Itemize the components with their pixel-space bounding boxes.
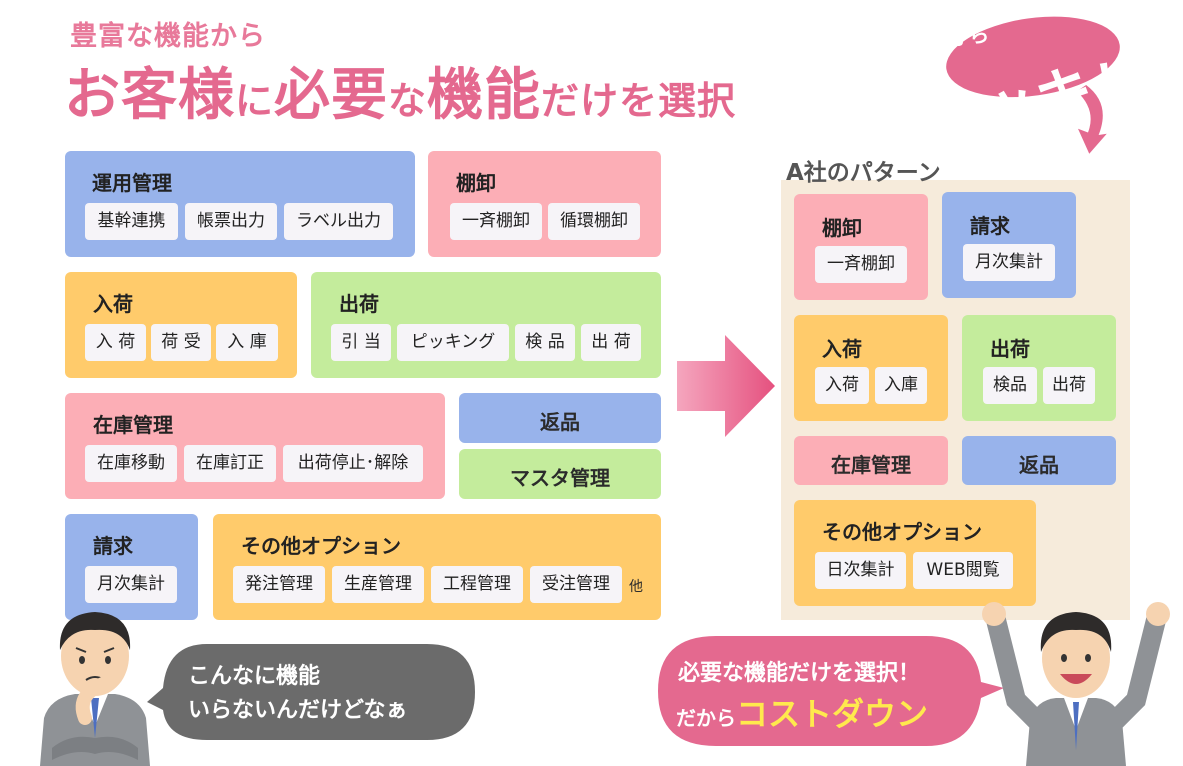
pattern-panel-shukka: 出荷 検品 出荷: [962, 315, 1116, 421]
happy-line-2-prefix: だから: [676, 706, 736, 730]
panel-title: 在庫管理: [93, 413, 173, 437]
happy-line-1: 必要な機能だけを選択！: [678, 661, 921, 686]
chip-nyuka: 入荷: [815, 367, 869, 404]
panel-seikyu: 請求 月次集計: [65, 514, 198, 620]
panel-title: 入荷: [93, 292, 133, 316]
sukkiri-bubble: [946, 16, 1120, 154]
panel-unyo: 運用管理 基幹連携 帳票出力 ラベル出力: [65, 151, 415, 257]
worried-businessman-icon: [40, 612, 150, 766]
panel-title: 棚卸: [822, 216, 862, 240]
subtitle: 豊富な機能から: [70, 21, 266, 52]
chip-issei: 一斉棚卸: [450, 203, 542, 240]
panel-title: 出荷: [990, 337, 1030, 361]
title-part-hitsuyo: 必要: [274, 63, 389, 128]
panel-title: 返品: [1019, 453, 1059, 477]
chip-hacchu: 発注管理: [233, 566, 325, 603]
chip-shukka: 出 荷: [581, 324, 641, 361]
panel-masuta: マスタ管理: [459, 449, 661, 499]
chip-chohyo: 帳票出力: [185, 203, 277, 240]
others-note: 他: [629, 579, 643, 595]
worried-speech-text: こんなに機能 いらないんだけどなぁ: [188, 660, 408, 728]
panel-title: 請求: [93, 534, 133, 558]
chip-label: ラベル出力: [284, 203, 393, 240]
chip-kotei: 工程管理: [431, 566, 523, 603]
pattern-panel-zaiko: 在庫管理: [794, 436, 948, 485]
happy-speech-bubble: [658, 636, 1004, 746]
chip-web: WEB閲覧: [913, 552, 1013, 589]
worried-speech-bubble: [147, 644, 475, 740]
chip-seisan: 生産管理: [332, 566, 424, 603]
arrow-right-icon: [677, 335, 775, 437]
chip-hikiate: 引 当: [331, 324, 391, 361]
pattern-panel-tanaoroshi: 棚卸 一斉棚卸: [794, 194, 928, 300]
chip-kenpin: 検 品: [515, 324, 575, 361]
title-part-select: だけを選択: [541, 79, 737, 123]
chip-shukka-teishi: 出荷停止･解除: [283, 445, 423, 482]
chip-nyuko: 入 庫: [216, 324, 278, 361]
main-title: お客様に必要な機能だけを選択: [64, 50, 736, 131]
chip-junkan: 循環棚卸: [548, 203, 640, 240]
chip-getsuji: 月次集計: [963, 244, 1055, 281]
panel-tanaoroshi: 棚卸 一斉棚卸 循環棚卸: [428, 151, 661, 257]
panel-zaiko: 在庫管理 在庫移動 在庫訂正 出荷停止･解除: [65, 393, 445, 499]
panel-henpin: 返品: [459, 393, 661, 443]
pattern-title: A社のパターン: [786, 160, 941, 186]
worried-line-1: こんなに機能: [188, 664, 321, 689]
chip-getsuji: 月次集計: [85, 566, 177, 603]
panel-title: 運用管理: [92, 171, 172, 195]
panel-nyuka: 入荷 入 荷 荷 受 入 庫: [65, 272, 297, 378]
chip-niuke: 荷 受: [151, 324, 211, 361]
panel-title: 返品: [540, 410, 580, 434]
chip-kenpin: 検品: [983, 367, 1037, 404]
chip-nichiji: 日次集計: [815, 552, 906, 589]
panel-title: その他オプション: [822, 520, 982, 544]
chip-issei: 一斉棚卸: [815, 246, 907, 283]
worried-line-2: いらないんだけどなぁ: [188, 698, 408, 723]
happy-businessman-icon: [982, 602, 1170, 766]
chip-shukka: 出荷: [1043, 367, 1095, 404]
panel-sonota: その他オプション 発注管理 生産管理 工程管理 受注管理 他: [213, 514, 661, 620]
chip-juchu: 受注管理: [530, 566, 622, 603]
chip-nyuko: 入庫: [875, 367, 927, 404]
pattern-panel-nyuka: 入荷 入荷 入庫: [794, 315, 948, 421]
title-part-customer: お客様: [64, 63, 235, 128]
panel-title: 入荷: [822, 337, 862, 361]
pattern-panel-henpin: 返品: [962, 436, 1116, 485]
chip-kikan-renkei: 基幹連携: [85, 203, 178, 240]
chip-zaiko-ido: 在庫移動: [85, 445, 177, 482]
panel-title: 棚卸: [456, 171, 496, 195]
title-part-ni: に: [235, 79, 275, 123]
panel-title: 請求: [970, 214, 1010, 238]
cost-down-label: コストダウン: [736, 695, 929, 733]
title-part-na: な: [388, 79, 428, 123]
panel-title: その他オプション: [241, 534, 401, 558]
chip-zaiko-teisei: 在庫訂正: [184, 445, 276, 482]
panel-title: 出荷: [339, 292, 379, 316]
title-part-kino: 機能: [427, 63, 542, 128]
panel-title: マスタ管理: [510, 466, 610, 490]
panel-shukka: 出荷 引 当 ピッキング 検 品 出 荷: [311, 272, 661, 378]
chip-picking: ピッキング: [397, 324, 509, 361]
panel-title: 在庫管理: [831, 453, 911, 477]
pattern-panel-seikyu: 請求 月次集計: [942, 192, 1076, 298]
happy-line-2: だからコストダウン: [676, 689, 928, 735]
chip-nyuka: 入 荷: [85, 324, 146, 361]
pattern-panel-sonota: その他オプション 日次集計 WEB閲覧: [794, 500, 1036, 606]
